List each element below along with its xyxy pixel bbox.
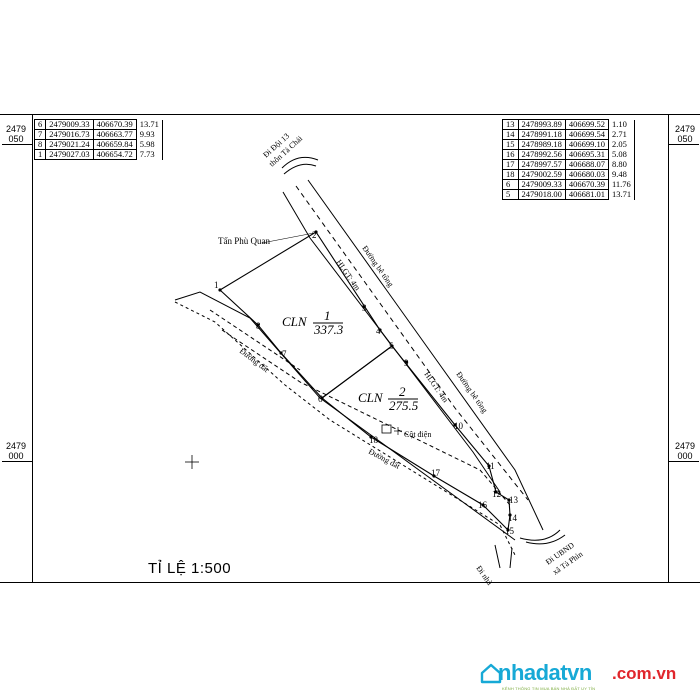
parcel-1-area: 337.3 [313, 322, 344, 337]
vertex-label-8: 8 [256, 321, 261, 331]
frame-top-line [0, 114, 700, 115]
road-end-bottom [519, 529, 561, 541]
distance-cell: 9.48 [607, 169, 636, 180]
vertex-label-6: 6 [318, 394, 323, 404]
parcel-2-number: 2 [399, 384, 406, 399]
concrete-road-edge-right [307, 179, 544, 531]
vertex-label-13: 13 [509, 495, 519, 505]
distance-cell: 9.93 [135, 129, 163, 140]
road-dirt-label-2: Đường đất [367, 447, 402, 471]
frame-left-line [32, 114, 33, 583]
distance-cell: 5.98 [135, 139, 163, 150]
x-coord-cell: 2479018.00 [517, 189, 566, 200]
vertex-label-18: 18 [369, 435, 379, 445]
logo-tagline: KÊNH THÔNG TIN MUA BÁN NHÀ ĐẤT UY TÍN [502, 686, 596, 691]
vertex-label-10: 10 [454, 421, 464, 431]
vertex-label-15: 15 [505, 526, 515, 536]
parcel-2-type: CLN [358, 390, 384, 405]
grid-tick-left-top [2, 144, 32, 145]
vertex-label-2: 2 [312, 230, 317, 240]
grid-tick-left-mid [2, 461, 32, 462]
neighbor-label: Tấn Phù Quan [218, 236, 270, 246]
house-logo-icon [480, 663, 502, 684]
vertex-label-11: 11 [486, 461, 495, 471]
distance-cell: 1.10 [607, 119, 636, 130]
site-logo[interactable]: nhadatvn .com.vn KÊNH THÔNG TIN MUA BÁN … [480, 656, 690, 696]
vertex-label-5: 5 [389, 341, 394, 351]
road-end-top [281, 156, 319, 169]
hlgt-label-2: HLGT: 4m [422, 370, 450, 405]
distance-cell: 5.08 [607, 149, 636, 160]
distance-cell: 8.80 [607, 159, 636, 170]
vertex-label-12: 12 [492, 489, 501, 499]
grid-label-left-mid: 2479 000 [5, 441, 27, 461]
distance-cell: 2.71 [607, 129, 636, 140]
parcel-1-number: 1 [324, 308, 331, 323]
distance-cell: 13.71 [607, 189, 636, 200]
vertex-label-4: 4 [376, 326, 381, 336]
concrete-road-centerline [295, 185, 529, 501]
grid-tick-right-mid [669, 461, 699, 462]
distance-cell: 13.71 [135, 119, 163, 130]
vertex-label-14: 14 [508, 513, 518, 523]
vertex-label-9: 9 [404, 358, 409, 368]
electric-pole-icon [381, 424, 402, 435]
vertex-label-16: 16 [478, 500, 488, 510]
bottom-left-destination: Đi nhà [474, 564, 494, 587]
road-concrete-label-1: Đường bê tông [360, 244, 395, 289]
pole-label: Cột điện [404, 430, 431, 439]
parcel-1-type: CLN [282, 314, 308, 329]
grid-label-left-top: 2479 050 [5, 124, 27, 144]
grid-label-right-top: 2479 050 [674, 124, 696, 144]
x-coord-cell: 2479027.03 [45, 149, 94, 160]
dirt-road-lower [174, 301, 516, 556]
distance-cell: 2.05 [607, 139, 636, 150]
logo-brand: nhadatvn [498, 660, 592, 685]
distance-cell: 7.73 [135, 149, 163, 160]
distance-cell: 11.76 [607, 179, 636, 190]
frame-bottom-line [0, 582, 700, 583]
scale-label: TỈ LỆ 1:500 [148, 560, 232, 577]
vertex-label-3: 3 [362, 303, 367, 313]
road-to-house [494, 544, 513, 569]
grid-tick-right-top [669, 144, 699, 145]
vertex-label-7: 7 [282, 349, 287, 359]
logo-domain: .com.vn [612, 664, 677, 683]
point-id-cell: 1 [33, 149, 47, 160]
frame-right-line [668, 114, 669, 583]
grid-label-right-mid: 2479 000 [674, 441, 696, 461]
parcel-2-boundary [321, 345, 511, 532]
vertex-label-1: 1 [214, 280, 219, 290]
parcel-2-area: 275.5 [389, 398, 419, 413]
road-dirt-label-1: Đường đất [238, 346, 271, 374]
crosshair-marker [185, 455, 199, 469]
vertex-label-17: 17 [431, 468, 441, 478]
